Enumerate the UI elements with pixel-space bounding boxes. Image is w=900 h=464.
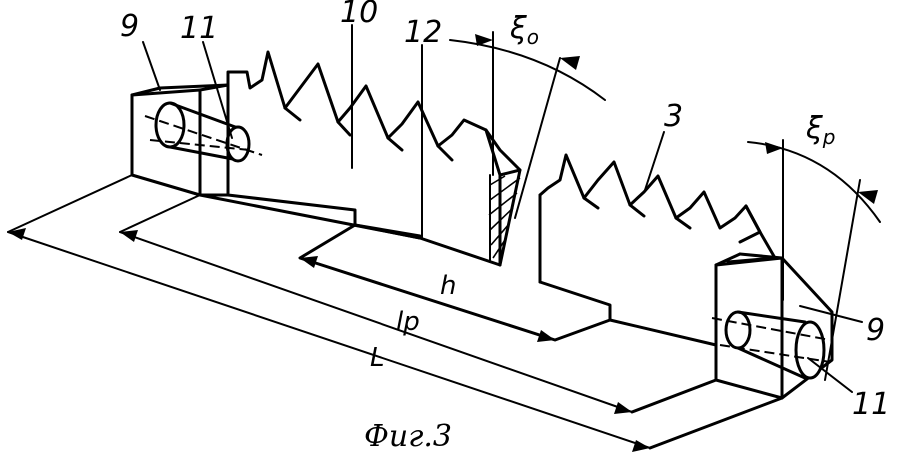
label-11-right: 11: [852, 387, 890, 422]
label-xi-p-main: ξ: [805, 111, 823, 146]
label-3: 3: [664, 99, 683, 134]
label-10: 10: [340, 0, 378, 30]
left-toothed-plate: [226, 50, 522, 267]
label-xi-p: ξp: [805, 111, 835, 149]
hatched-section: [488, 174, 521, 263]
angle-xi-o: [449, 31, 606, 219]
label-xi-p-sub: p: [822, 125, 836, 149]
label-xi-o: ξo: [509, 11, 539, 49]
dimension-lp: [119, 194, 633, 414]
right-toothed-plate: [538, 153, 777, 284]
angle-xi-p: [747, 139, 881, 381]
dimension-h: [299, 256, 556, 342]
base-slab: [298, 193, 612, 342]
label-dim-lp: lp: [396, 307, 420, 337]
label-dim-h: h: [440, 271, 456, 301]
label-dim-L: L: [370, 343, 385, 373]
leader-lines: [142, 24, 863, 393]
label-12: 12: [404, 15, 442, 50]
label-xi-o-sub: o: [527, 25, 539, 49]
figure-caption: Фиг.3: [364, 419, 452, 454]
label-9-left: 9: [120, 9, 139, 44]
label-9-right: 9: [866, 313, 885, 348]
dimension-L: [7, 174, 651, 452]
label-xi-o-main: ξ: [509, 11, 527, 46]
assembly-baseline: [198, 193, 784, 450]
label-11-left: 11: [180, 11, 218, 46]
